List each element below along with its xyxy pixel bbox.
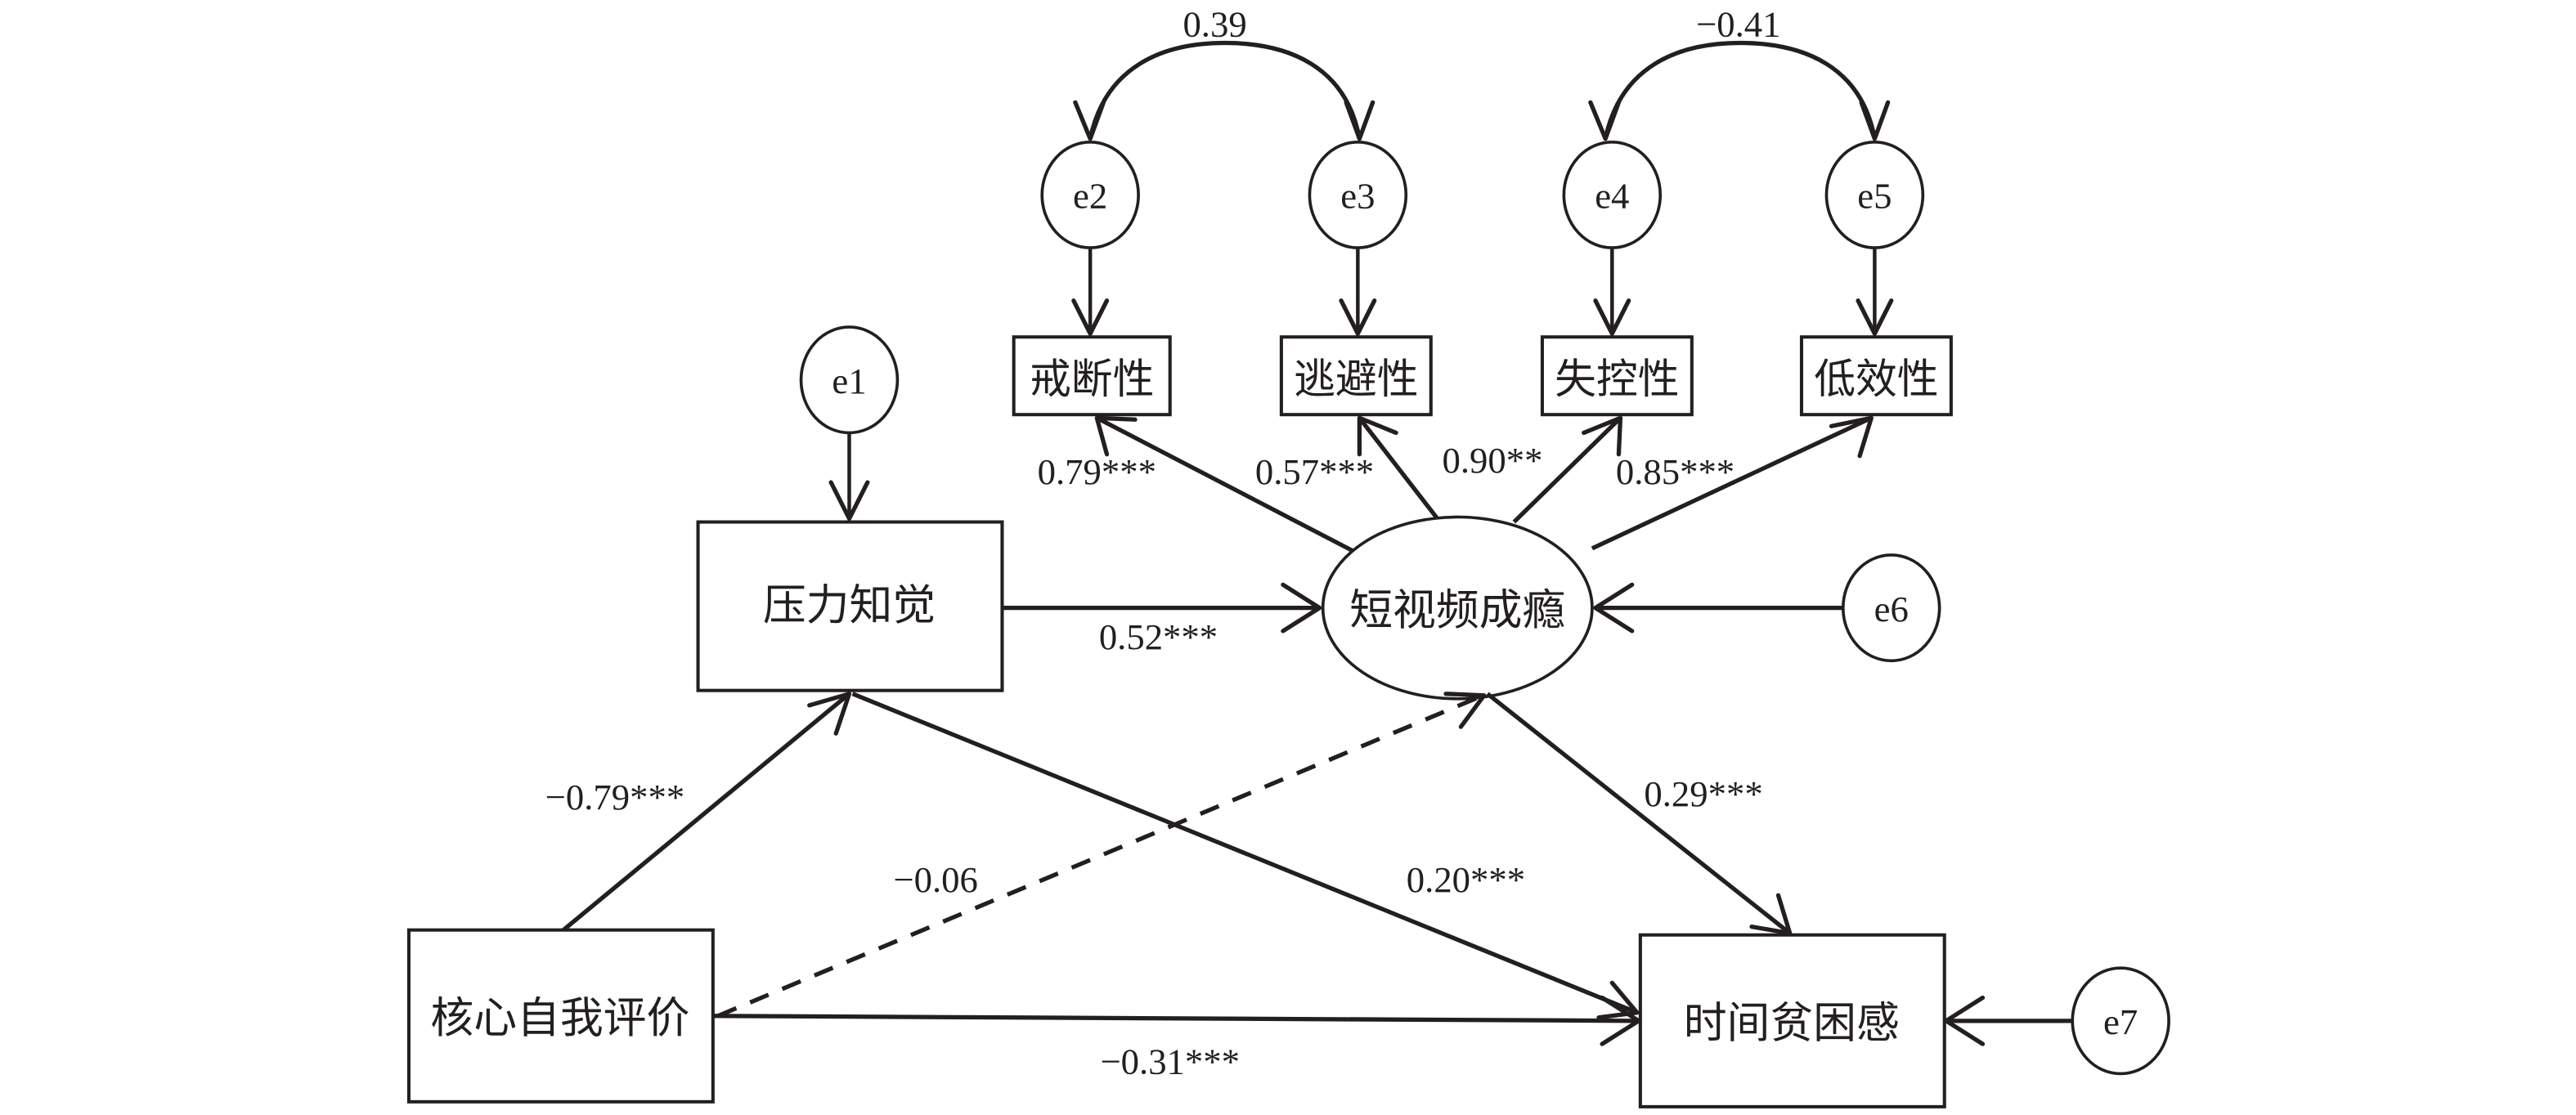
- covariance-label: 0.39: [1183, 4, 1246, 45]
- svg-text:0.20***: 0.20***: [1407, 859, 1525, 900]
- path-stress-to-addiction: 0.52***: [1002, 582, 1322, 657]
- svg-text:0.90**: 0.90**: [1442, 440, 1542, 481]
- covariance-e2-e3: 0.39: [1073, 4, 1376, 141]
- svg-text:0.57***: 0.57***: [1255, 451, 1374, 492]
- svg-text:−0.79***: −0.79***: [545, 777, 685, 817]
- node-time-poverty: 时间贫困感: [1638, 933, 1946, 1108]
- svg-text:逃避性: 逃避性: [1294, 355, 1418, 403]
- node-short-video-addiction: 短视频成瘾: [1321, 515, 1594, 701]
- error-e4: e4: [1562, 140, 1663, 249]
- loading-inefficiency: 0.85***: [1591, 415, 1874, 551]
- error-e1: e1: [799, 325, 900, 435]
- arrowhead: [1859, 100, 1891, 141]
- covariance-arc: [1088, 40, 1362, 140]
- svg-text:戒断性: 戒断性: [1030, 355, 1154, 403]
- svg-text:−0.06: −0.06: [893, 859, 977, 900]
- indicator-withdrawal: 戒断性: [1012, 335, 1172, 417]
- svg-text:e7: e7: [2103, 1001, 2138, 1042]
- path-addiction-to-time-poverty: 0.29***: [1486, 692, 1793, 936]
- loading-loss-of-control: 0.90**: [1442, 415, 1623, 524]
- path-cse-to-addiction: −0.06: [716, 692, 1487, 1019]
- covariance-e4-e5: −0.41: [1588, 4, 1891, 141]
- svg-text:e3: e3: [1340, 176, 1375, 217]
- svg-text:e5: e5: [1857, 176, 1892, 217]
- svg-text:失控性: 失控性: [1555, 355, 1679, 403]
- error-e7: e7: [2071, 966, 2170, 1076]
- arrowhead: [828, 480, 870, 522]
- loading-withdrawal: 0.79***: [1038, 415, 1356, 554]
- path-cse-to-time-poverty: −0.31***: [712, 995, 1641, 1082]
- svg-text:核心自我评价: 核心自我评价: [430, 993, 689, 1043]
- loading-escape: 0.57***: [1255, 415, 1445, 527]
- error-e2: e2: [1040, 140, 1140, 249]
- error-indicator-arrows: [1071, 248, 1894, 336]
- svg-text:−0.31***: −0.31***: [1100, 1041, 1240, 1082]
- node-core-self-evaluation: 核心自我评价: [406, 928, 715, 1104]
- path-cse-to-stress: −0.79***: [545, 692, 852, 932]
- svg-text:时间贫困感: 时间贫困感: [1684, 998, 1900, 1048]
- arrowhead: [1944, 995, 1986, 1046]
- indicator-escape: 逃避性: [1279, 335, 1433, 417]
- arrowhead: [1344, 100, 1376, 141]
- covariance-label: −0.41: [1696, 4, 1780, 45]
- indicator-loss-of-control: 失控性: [1540, 335, 1694, 417]
- svg-text:0.85***: 0.85***: [1616, 451, 1735, 492]
- svg-text:短视频成瘾: 短视频成瘾: [1349, 585, 1565, 635]
- svg-text:0.79***: 0.79***: [1038, 451, 1156, 492]
- error-e6: e6: [1841, 553, 1941, 663]
- path-stress-to-time-poverty: 0.20***: [851, 692, 1640, 1020]
- error-e3: e3: [1308, 140, 1408, 249]
- svg-text:e4: e4: [1595, 176, 1629, 217]
- svg-text:e1: e1: [832, 360, 866, 401]
- svg-text:0.29***: 0.29***: [1644, 773, 1762, 814]
- arrowhead: [1073, 100, 1106, 141]
- arrowhead: [1593, 582, 1635, 634]
- covariance-arc: [1603, 40, 1877, 140]
- arrowhead: [1588, 100, 1622, 141]
- svg-text:低效性: 低效性: [1814, 355, 1938, 403]
- error-e5: e5: [1824, 140, 1925, 249]
- svg-text:e2: e2: [1073, 176, 1107, 217]
- svg-text:e6: e6: [1874, 589, 1909, 629]
- svg-text:0.52***: 0.52***: [1099, 616, 1218, 657]
- node-perceived-stress: 压力知觉: [696, 520, 1004, 692]
- indicator-inefficiency: 低效性: [1799, 335, 1953, 417]
- svg-text:压力知觉: 压力知觉: [763, 580, 936, 630]
